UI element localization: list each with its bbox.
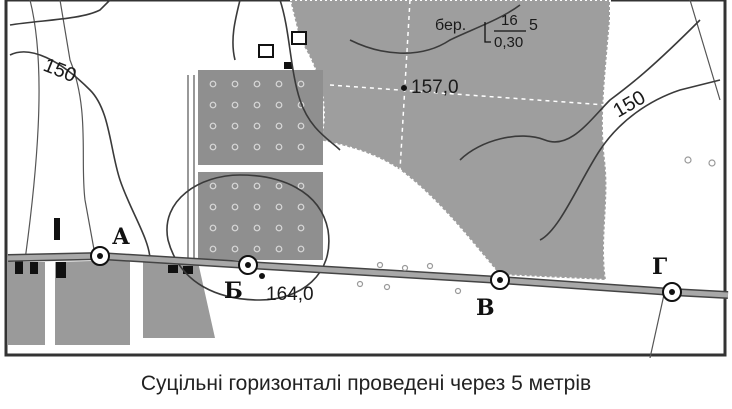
topographic-map: 150 150 157,0 164,0 бер. 16 0,30 5 А Б [4, 0, 729, 358]
orchard-tree-icon [231, 101, 239, 109]
building [30, 262, 38, 274]
building [15, 260, 23, 274]
orchard-tree-icon [253, 80, 261, 88]
building [291, 31, 307, 45]
orchard-tree-icon [275, 203, 283, 211]
point-g-label: Г [652, 254, 667, 280]
elevation-point-164 [259, 273, 265, 279]
settlement-block-east [143, 260, 215, 338]
orchard-tree-icon [209, 224, 217, 232]
orchard-tree-symbols [209, 80, 305, 253]
orchard-tree-icon [209, 80, 217, 88]
orchard-tree-icon [297, 80, 305, 88]
orchard-tree-icon [275, 80, 283, 88]
orchard-tree-icon [209, 122, 217, 130]
orchard-tree-icon [209, 182, 217, 190]
orchard-tree-icon [231, 143, 239, 151]
orchard-tree-icon [253, 143, 261, 151]
contour-lines [9, 0, 721, 301]
orchard-tree-icon [275, 245, 283, 253]
point-a-marker [90, 246, 110, 266]
elevation-label-157: 157,0 [411, 77, 459, 98]
building [56, 262, 66, 278]
orchard-tree-icon [297, 203, 305, 211]
point-b-marker [238, 255, 258, 275]
orchard-tree-icon [209, 143, 217, 151]
orchard-tree-icon [231, 245, 239, 253]
point-b-label: Б [224, 278, 243, 304]
forest-sign-bracket [484, 22, 491, 43]
orchard-tree-icon [297, 224, 305, 232]
orchard-tree-icon [297, 182, 305, 190]
settlement-block-middle [55, 260, 130, 345]
orchard-tree-icon [275, 182, 283, 190]
orchard-south [198, 172, 323, 260]
orchard-tree-icon [231, 80, 239, 88]
orchard-tree-icon [297, 245, 305, 253]
forest-sign-numerator: 16 [501, 12, 518, 29]
orchard-tree-icon [253, 182, 261, 190]
point-g-marker [662, 282, 682, 302]
elevation-label-164: 164,0 [266, 284, 314, 305]
settlement-block-west [8, 262, 45, 345]
orchard-tree-icon [253, 224, 261, 232]
orchard-tree-icon [275, 143, 283, 151]
building [284, 62, 292, 69]
orchard-tree-icon [297, 143, 305, 151]
building [168, 265, 178, 273]
orchard-tree-icon [231, 224, 239, 232]
orchard-tree-icon [231, 182, 239, 190]
orchard-tree-icon [253, 245, 261, 253]
track-lines [24, 0, 721, 358]
forest-sign-denominator: 0,30 [494, 34, 523, 51]
orchard-tree-icon [275, 224, 283, 232]
orchard-tree-icon [297, 122, 305, 130]
orchard-tree-icon [209, 203, 217, 211]
orchard-tree-icon [253, 203, 261, 211]
forest-grid-lines [329, 0, 607, 171]
field-dots [356, 156, 716, 295]
elevation-point-157 [401, 85, 407, 91]
building [183, 266, 193, 274]
forest-characteristic-sign: бер. 16 0,30 5 [435, 12, 538, 51]
map-caption: Суцільні горизонталі проведені через 5 м… [140, 371, 592, 395]
building [54, 218, 60, 240]
orchard-tree-icon [231, 203, 239, 211]
point-v-marker [490, 270, 510, 290]
orchard-tree-icon [253, 122, 261, 130]
orchard-tree-icon [231, 122, 239, 130]
point-v-label: В [476, 295, 495, 321]
building [258, 44, 274, 58]
orchard-tree-icon [209, 101, 217, 109]
forest-sign-suffix: 5 [529, 17, 538, 34]
point-a-label: А [112, 224, 130, 250]
forest-sign-prefix: бер. [435, 17, 466, 34]
orchard-tree-icon [275, 122, 283, 130]
orchard-tree-icon [209, 245, 217, 253]
orchard-tree-icon [275, 101, 283, 109]
orchard-tree-icon [253, 101, 261, 109]
